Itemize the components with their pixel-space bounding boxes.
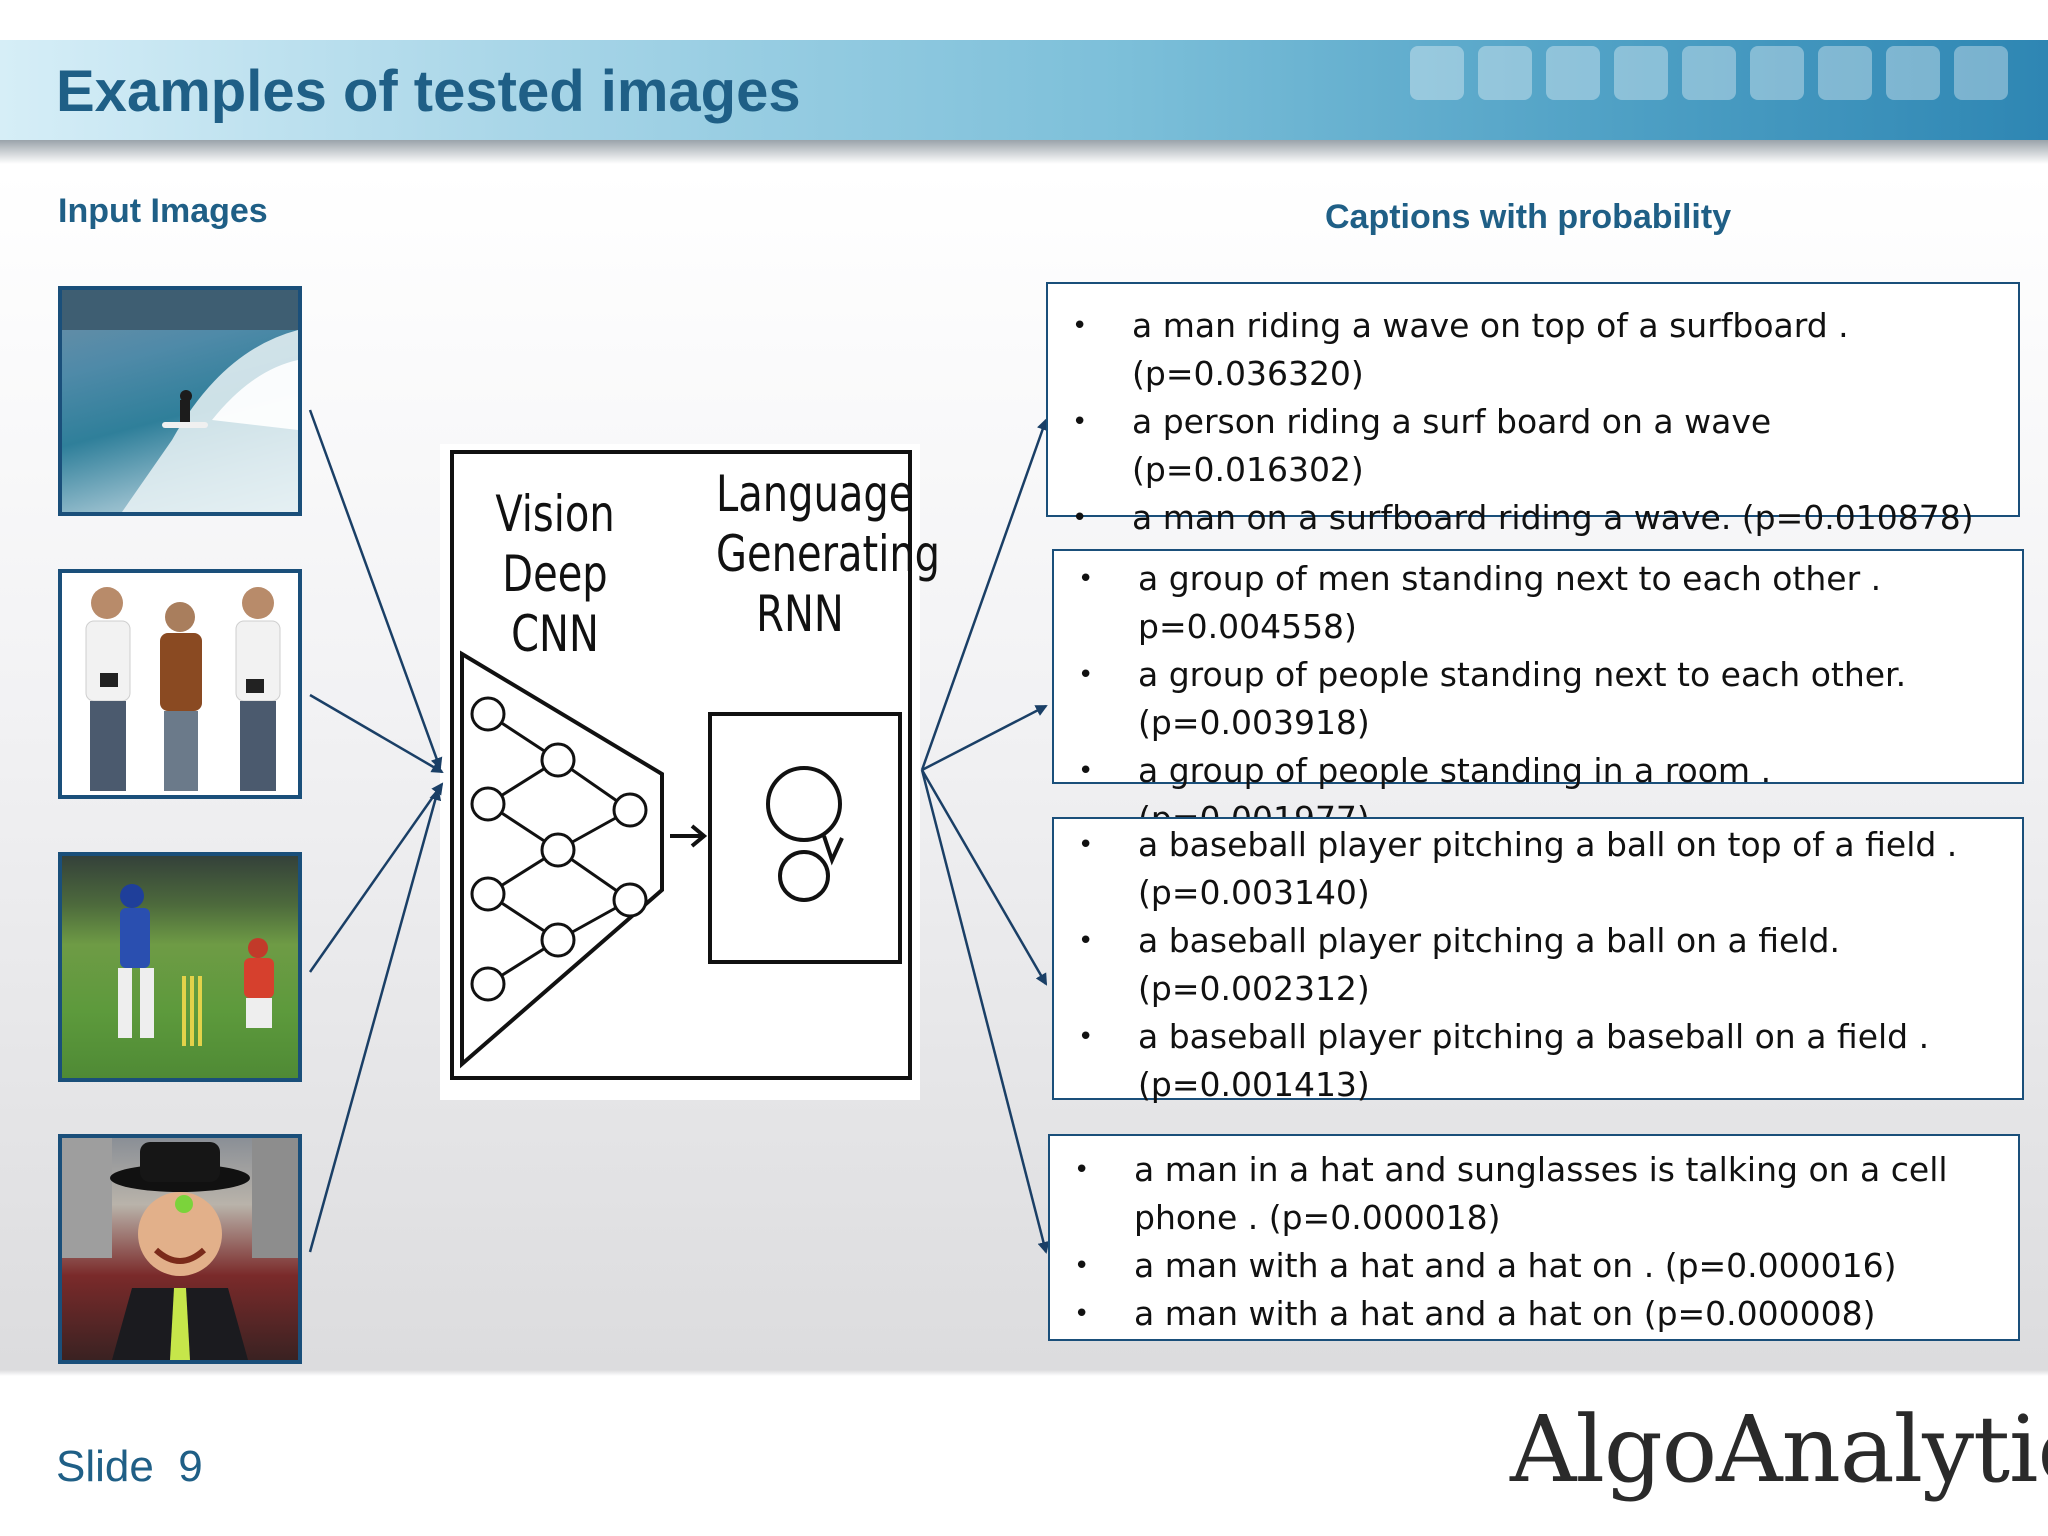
banner-decoration bbox=[1410, 46, 2008, 100]
captions-heading: Captions with probability bbox=[1325, 198, 1732, 236]
caption-item: a man riding a wave on top of a surfboar… bbox=[1072, 302, 1998, 398]
cricket-illustration bbox=[118, 884, 274, 1046]
surfer-illustration bbox=[62, 290, 298, 512]
caption-item: a man with a hat and a hat on (p=0.00000… bbox=[1074, 1290, 1998, 1338]
input-image-surfer bbox=[58, 286, 302, 516]
man-hat-illustration bbox=[62, 1138, 298, 1360]
title-banner bbox=[0, 40, 2048, 140]
caption-item: a baseball player pitching a ball on top… bbox=[1078, 821, 2002, 917]
caption-item: a man in a hat and sunglasses is talking… bbox=[1074, 1146, 1998, 1242]
caption-item: a baseball player pitching a baseball on… bbox=[1078, 1013, 2002, 1109]
caption-item: a group of people standing next to each … bbox=[1078, 651, 2002, 747]
slide-title: Examples of tested images bbox=[56, 59, 801, 124]
caption-box-cricket: a baseball player pitching a ball on top… bbox=[1052, 817, 2024, 1104]
diagram-frame bbox=[450, 450, 912, 1080]
caption-box-surfer: a man riding a wave on top of a surfboar… bbox=[1046, 282, 2020, 542]
banner-shadow bbox=[0, 140, 2048, 164]
caption-box-man-in-hat: a man in a hat and sunglasses is talking… bbox=[1048, 1134, 2020, 1341]
slide-number: Slide 9 bbox=[56, 1442, 203, 1491]
caption-item: a person riding a surf board on a wave (… bbox=[1072, 398, 1998, 494]
algoanalytics-logo: AlgoAnalytics bbox=[1510, 1396, 2048, 1503]
people-illustration bbox=[85, 587, 281, 791]
caption-item: a man on a surfboard riding a wave. (p=0… bbox=[1072, 494, 1998, 542]
caption-box-people: a group of men standing next to each oth… bbox=[1052, 549, 2024, 838]
input-image-people bbox=[58, 569, 302, 799]
caption-item: a group of men standing next to each oth… bbox=[1078, 555, 2002, 651]
vision-cnn-label: Vision Deep CNN bbox=[495, 485, 615, 663]
input-images-heading: Input Images bbox=[58, 192, 268, 230]
model-diagram: Vision Deep CNN Language Generating RNN bbox=[440, 444, 940, 1100]
caption-item: a man with a hat and a hat on . (p=0.000… bbox=[1074, 1242, 1998, 1290]
input-image-man-in-hat bbox=[58, 1134, 302, 1364]
input-image-cricket bbox=[58, 852, 302, 1082]
caption-item: a baseball player pitching a ball on a f… bbox=[1078, 917, 2002, 1013]
network-drawing bbox=[460, 650, 902, 1069]
